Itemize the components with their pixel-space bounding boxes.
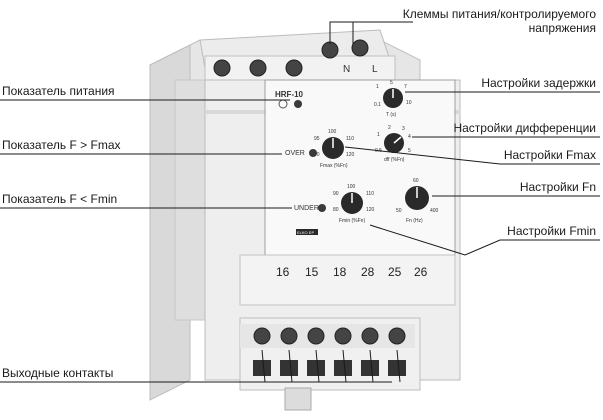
label-power-indicator: Показатель питания bbox=[2, 84, 115, 98]
knob-fmin-caption: Fmin (%Fn) bbox=[339, 218, 365, 224]
knob-fmin[interactable]: 80 90 100 110 120 Fmin (%Fn) bbox=[333, 184, 375, 224]
knob-delay[interactable]: 0.1 1 5 7 10 T (s) bbox=[374, 80, 412, 118]
knob-diff-scale-3: 3 bbox=[402, 126, 405, 132]
over-led bbox=[309, 149, 317, 157]
knob-fmax-scale-4: 120 bbox=[346, 152, 355, 158]
screw-icon bbox=[213, 59, 231, 77]
knob-fmax-caption: Fmax (%Fn) bbox=[320, 163, 348, 169]
power-led bbox=[294, 100, 302, 108]
leader-output-1 bbox=[261, 349, 266, 383]
lower-front bbox=[239, 254, 456, 306]
knob-fmax-scale-1: 95 bbox=[314, 136, 320, 142]
screw-icon bbox=[388, 327, 406, 345]
leader-lines bbox=[0, 21, 600, 383]
knob-delay-scale-3: 7 bbox=[404, 84, 407, 90]
knob-fn-scale-2: 400 bbox=[430, 208, 439, 214]
terminal-number: 25 bbox=[388, 265, 402, 279]
leader-fmax bbox=[344, 146, 600, 165]
top-screws bbox=[213, 39, 369, 77]
knob-delay-caption: T (s) bbox=[386, 112, 397, 118]
wire-openings bbox=[253, 360, 406, 376]
brand-logo bbox=[296, 229, 318, 235]
wire-opening bbox=[361, 360, 379, 376]
knob-diff-pointer bbox=[393, 136, 402, 144]
knob-fn-scale-0: 50 bbox=[396, 208, 402, 214]
under-led bbox=[318, 204, 326, 212]
wire-opening bbox=[307, 360, 325, 376]
knob-diff-scale-2: 2 bbox=[388, 125, 391, 131]
label-fmax-setting: Настройки Fmax bbox=[503, 148, 596, 162]
leader-top-terminals bbox=[329, 21, 413, 44]
screw-icon bbox=[253, 327, 271, 345]
label-fn-setting: Настройки Fn bbox=[519, 180, 596, 194]
leader-output-3 bbox=[315, 349, 320, 383]
led-over-label: OVER bbox=[285, 150, 305, 157]
terminal-number: 18 bbox=[333, 265, 347, 279]
knob-fmin-scale-3: 110 bbox=[366, 191, 374, 197]
knob-delay-scale-1: 1 bbox=[376, 84, 379, 90]
bottom-terminal-numbers: 16 15 18 28 25 26 bbox=[276, 265, 428, 279]
knob-fn-caption: Fn (Hz) bbox=[406, 218, 423, 224]
knob-fmax[interactable]: 90 95 100 110 120 Fmax (%Fn) bbox=[314, 129, 355, 169]
wire-opening bbox=[253, 360, 271, 376]
knob-fmin-scale-1: 90 bbox=[333, 191, 339, 197]
label-delay-setting: Настройки задержки bbox=[481, 76, 596, 90]
label-under-indicator: Показатель F < Fmin bbox=[2, 192, 118, 206]
knob-delay-scale-2: 5 bbox=[390, 80, 393, 86]
knob-diff-scale-4: 4 bbox=[408, 134, 411, 140]
knob-delay-scale-4: 10 bbox=[406, 100, 412, 106]
wire-opening bbox=[388, 360, 406, 376]
housing-left-rail bbox=[174, 79, 208, 321]
terminal-number: 26 bbox=[414, 265, 428, 279]
knob-fmin-scale-2: 100 bbox=[347, 184, 356, 190]
brand-text: ELKO EP bbox=[297, 230, 314, 235]
label-terminals-top: Клеммы питания/контролируемого напряжени… bbox=[402, 7, 596, 35]
front-panel bbox=[264, 79, 456, 256]
label-over-indicator: Показатель F > Fmax bbox=[2, 138, 121, 152]
wire-opening bbox=[334, 360, 352, 376]
label-fmin-setting: Настройки Fmin bbox=[507, 224, 596, 238]
terminal-number: 15 bbox=[305, 265, 319, 279]
screw-icon bbox=[334, 327, 352, 345]
screw-icon bbox=[285, 59, 303, 77]
led-under-label: UNDER bbox=[294, 205, 319, 212]
knob-diff-caption: dff (%Fn) bbox=[384, 157, 405, 163]
terminal-mark-n: N bbox=[343, 64, 350, 75]
knob-fmax-scale-0: 90 bbox=[314, 152, 320, 158]
leader-output-6 bbox=[396, 349, 401, 383]
screw-icon bbox=[351, 39, 369, 57]
bottom-screws bbox=[253, 327, 406, 345]
screw-icon bbox=[280, 327, 298, 345]
leader-output-4 bbox=[342, 349, 347, 383]
terminal-mark-l: L bbox=[372, 64, 378, 75]
label-diff-setting: Настройки дифференции bbox=[453, 121, 596, 135]
knob-fn-scale-1: 60 bbox=[413, 178, 419, 184]
wire-opening bbox=[280, 360, 298, 376]
leader-output-2 bbox=[288, 349, 293, 383]
knob-fn[interactable]: 50 60 400 Fn (Hz) bbox=[396, 178, 439, 224]
leader-output-5 bbox=[369, 349, 374, 383]
knob-fmax-scale-3: 110 bbox=[346, 136, 354, 142]
knob-diff-scale-5: 5 bbox=[408, 148, 411, 154]
din-clip bbox=[284, 387, 312, 411]
screw-icon bbox=[321, 41, 339, 59]
knob-diff-scale-1: 1 bbox=[377, 132, 380, 138]
screw-icon bbox=[249, 59, 267, 77]
terminal-number: 16 bbox=[276, 265, 290, 279]
label-output-contacts: Выходные контакты bbox=[2, 366, 114, 380]
knob-fmax-scale-2: 100 bbox=[328, 129, 337, 135]
screw-icon bbox=[361, 327, 379, 345]
screw-icon bbox=[307, 327, 325, 345]
model-label: HRF-10 bbox=[275, 90, 304, 99]
knob-fmin-scale-0: 80 bbox=[333, 207, 339, 213]
knob-delay-scale-0: 0.1 bbox=[374, 102, 381, 108]
leader-fmin bbox=[369, 224, 600, 256]
terminal-number: 28 bbox=[361, 265, 375, 279]
knob-fmin-scale-4: 120 bbox=[366, 207, 375, 213]
